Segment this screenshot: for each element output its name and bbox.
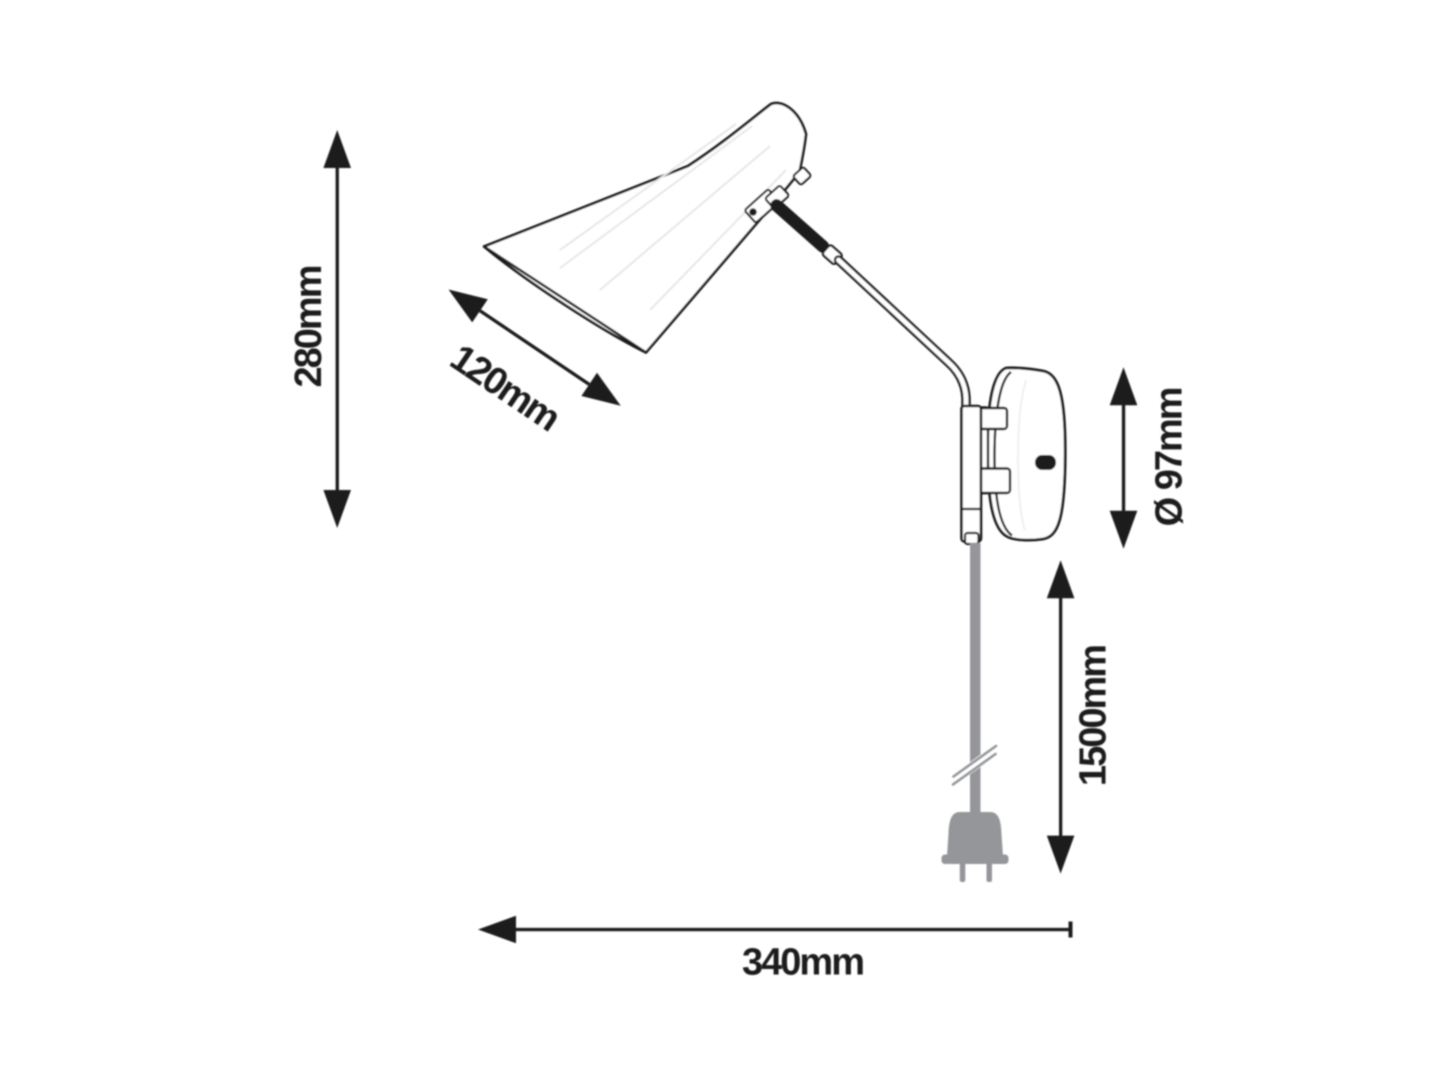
svg-text:1500mm: 1500mm: [1072, 646, 1114, 786]
svg-text:340mm: 340mm: [742, 941, 863, 983]
svg-text:Ø 97mm: Ø 97mm: [1148, 388, 1190, 526]
svg-text:280mm: 280mm: [288, 266, 330, 387]
